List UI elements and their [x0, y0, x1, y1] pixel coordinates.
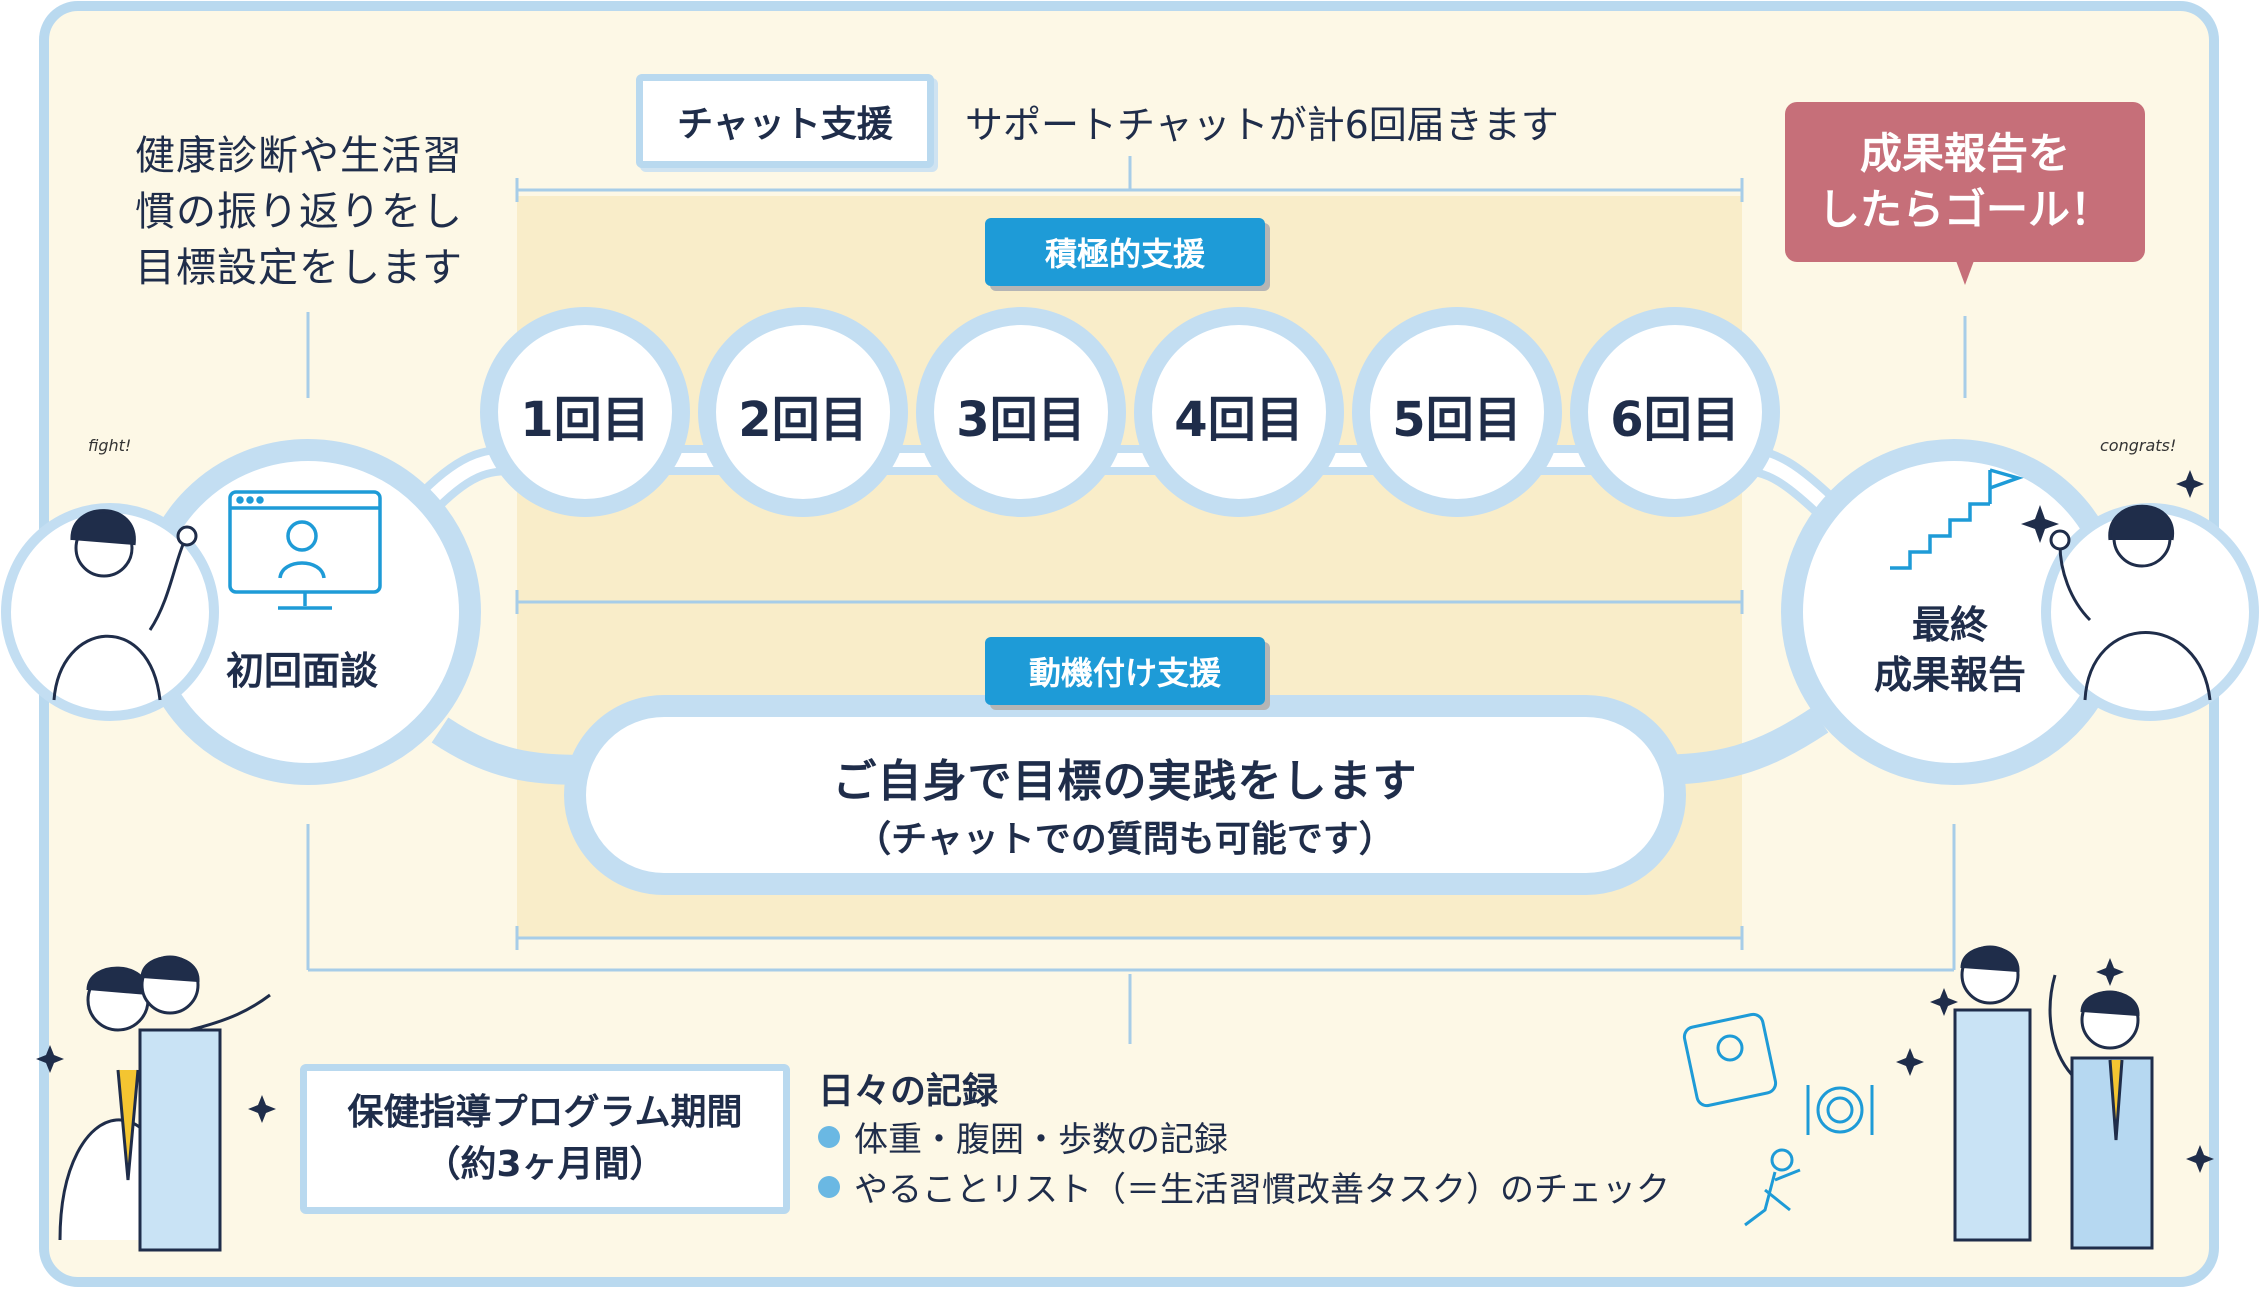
active-support-label: 積極的支援 [985, 218, 1265, 286]
program-period-box: 保健指導プログラム期間 （約3ヶ月間） [300, 1064, 790, 1214]
chat-support-label: チャット支援 [636, 74, 934, 168]
connector-lines [306, 156, 1967, 1044]
final-report-label: 最終 成果報告 [1860, 600, 2040, 700]
goal-line-2: したらゴール！ [1817, 185, 2112, 234]
congrats-sticker: congrats! [2100, 436, 2177, 455]
first-interview-label: 初回面談 [225, 649, 378, 693]
round-label-2: 2回目 [738, 392, 868, 448]
practice-pill [564, 695, 1686, 895]
round-label-1: 1回目 [520, 392, 650, 448]
round-label-5: 5回目 [1392, 392, 1522, 448]
intro-line: 目標設定をします [135, 245, 463, 291]
program-period-duration: （約3ヶ月間） [424, 1144, 666, 1185]
goal-bubble-tail [1955, 258, 1975, 285]
chat-support-description: サポートチャットが計6回届きます [965, 103, 1559, 147]
practice-sub-text: （チャットでの質問も可能です） [855, 819, 1395, 860]
bullet-dot-icon [818, 1175, 840, 1198]
motivation-support-label: 動機付け支援 [985, 637, 1265, 705]
final-report-line-2: 成果報告 [1873, 653, 2026, 697]
stairs-flag-icon [1890, 468, 2024, 570]
daily-record-text: やることリスト（＝生活習慣改善タスク）のチェック [854, 1170, 1670, 1210]
bullet-dot-icon [818, 1125, 840, 1148]
goal-bubble: 成果報告を したらゴール！ [1785, 102, 2145, 262]
round-circle [698, 307, 908, 517]
goal-line-1: 成果報告を [1859, 129, 2070, 178]
woman-figure-right [2049, 504, 2212, 701]
intro-line: 健康診断や生活習 [135, 133, 463, 179]
round-label-3: 3回目 [956, 392, 1086, 448]
practice-main-text: ご自身で目標の実践をします [832, 756, 1418, 807]
round-label-4: 4回目 [1174, 392, 1304, 448]
round-circle [480, 307, 690, 517]
first-avatar-circle [1, 503, 219, 721]
round-label-6: 6回目 [1610, 392, 1740, 448]
round-circles [480, 307, 1780, 517]
round-circle [1352, 307, 1562, 517]
men-celebrating-figure [1953, 945, 2154, 1250]
daily-record-item: やることリスト（＝生活習慣改善タスク）のチェック [818, 1162, 1670, 1211]
program-period-title: 保健指導プログラム期間 [347, 1092, 743, 1133]
men-pointing-figure [58, 955, 271, 1252]
round-circle [1570, 307, 1780, 517]
daily-records-title: 日々の記録 [818, 1071, 999, 1112]
sparkle-icons [36, 470, 2214, 1173]
daily-life-icons [1682, 1012, 1874, 1227]
woman-figure-left [52, 509, 198, 701]
video-call-icon [228, 490, 382, 610]
fight-sticker: fight! [88, 436, 132, 455]
final-report-line-1: 最終 [1911, 603, 1988, 647]
intro-text: 健康診断や生活習 慣の振り返りをし 目標設定をします [135, 128, 495, 296]
daily-record-text: 体重・腹囲・歩数の記録 [854, 1120, 1228, 1160]
intro-line: 慣の振り返りをし [135, 189, 463, 235]
round-circle [916, 307, 1126, 517]
daily-record-item: 体重・腹囲・歩数の記録 [818, 1112, 1228, 1161]
round-circle [1134, 307, 1344, 517]
